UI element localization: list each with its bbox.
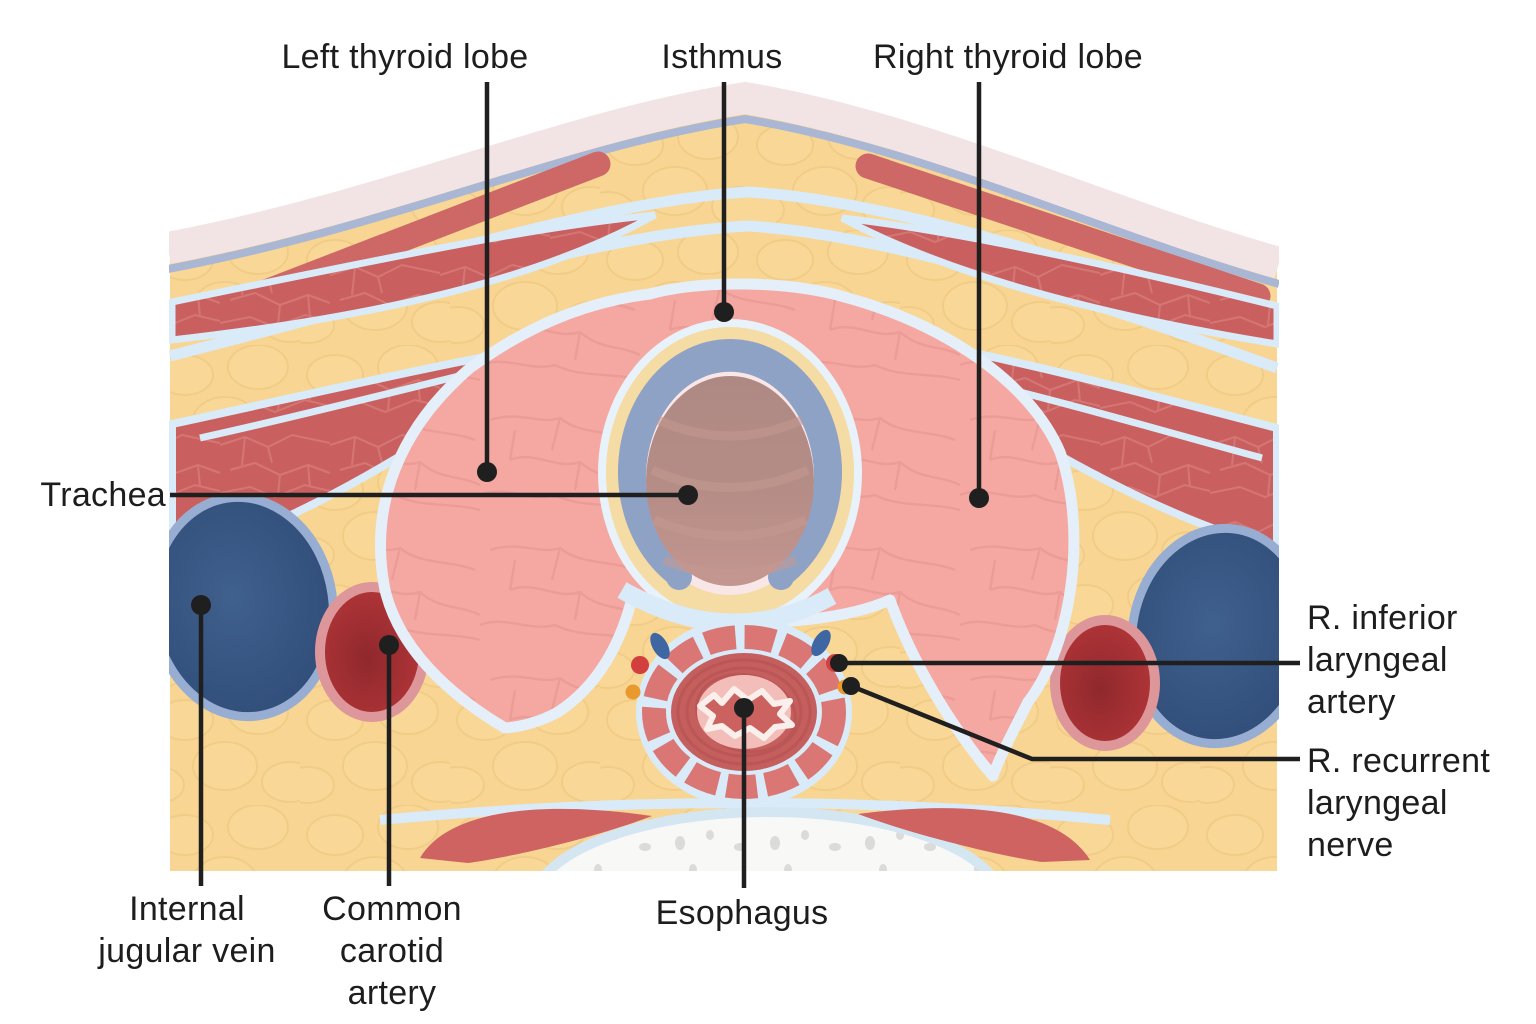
internal-jugular-vein-left [169, 492, 338, 722]
label-internal-jugular-vein: Internal jugular vein [98, 890, 276, 970]
label-trachea: Trachea [40, 476, 166, 514]
longus-colli-muscle-left [420, 808, 652, 863]
inferior-thyroid-vein-left [650, 632, 670, 660]
skin-layer [169, 81, 1279, 279]
inferior-laryngeal-artery-left [631, 656, 649, 674]
label-right-thyroid-lobe: Right thyroid lobe [873, 38, 1143, 76]
vertebral-body [542, 807, 994, 871]
inferior-thyroid-vein-right [811, 629, 831, 657]
label-esophagus: Esophagus [655, 894, 829, 932]
leader-dots [191, 302, 989, 718]
internal-jugular-vein-right [1127, 523, 1279, 749]
trachea [598, 319, 862, 632]
esophagus [636, 617, 852, 807]
platysma-right [855, 153, 1271, 309]
recurrent-laryngeal-nerve-left [625, 684, 641, 700]
leader-lines [170, 82, 1300, 888]
subcutaneous-line [169, 114, 1279, 288]
label-r-recurrent-laryngeal-nerve: R. recurrent laryngeal nerve [1307, 742, 1491, 864]
label-left-thyroid-lobe: Left thyroid lobe [281, 38, 529, 76]
label-isthmus: Isthmus [661, 38, 783, 76]
strap-muscle-right [840, 214, 1279, 348]
common-carotid-artery-right [1050, 615, 1160, 751]
strap-muscle-left [169, 211, 657, 344]
longus-colli-muscle-right [858, 808, 1090, 862]
label-r-inferior-laryngeal-artery: R. inferior laryngeal artery [1307, 599, 1458, 721]
tracheal-rings [650, 415, 810, 579]
label-common-carotid-artery: Common carotid artery [322, 890, 462, 1012]
leader-recurrent-laryngeal-nerve [850, 683, 1300, 762]
